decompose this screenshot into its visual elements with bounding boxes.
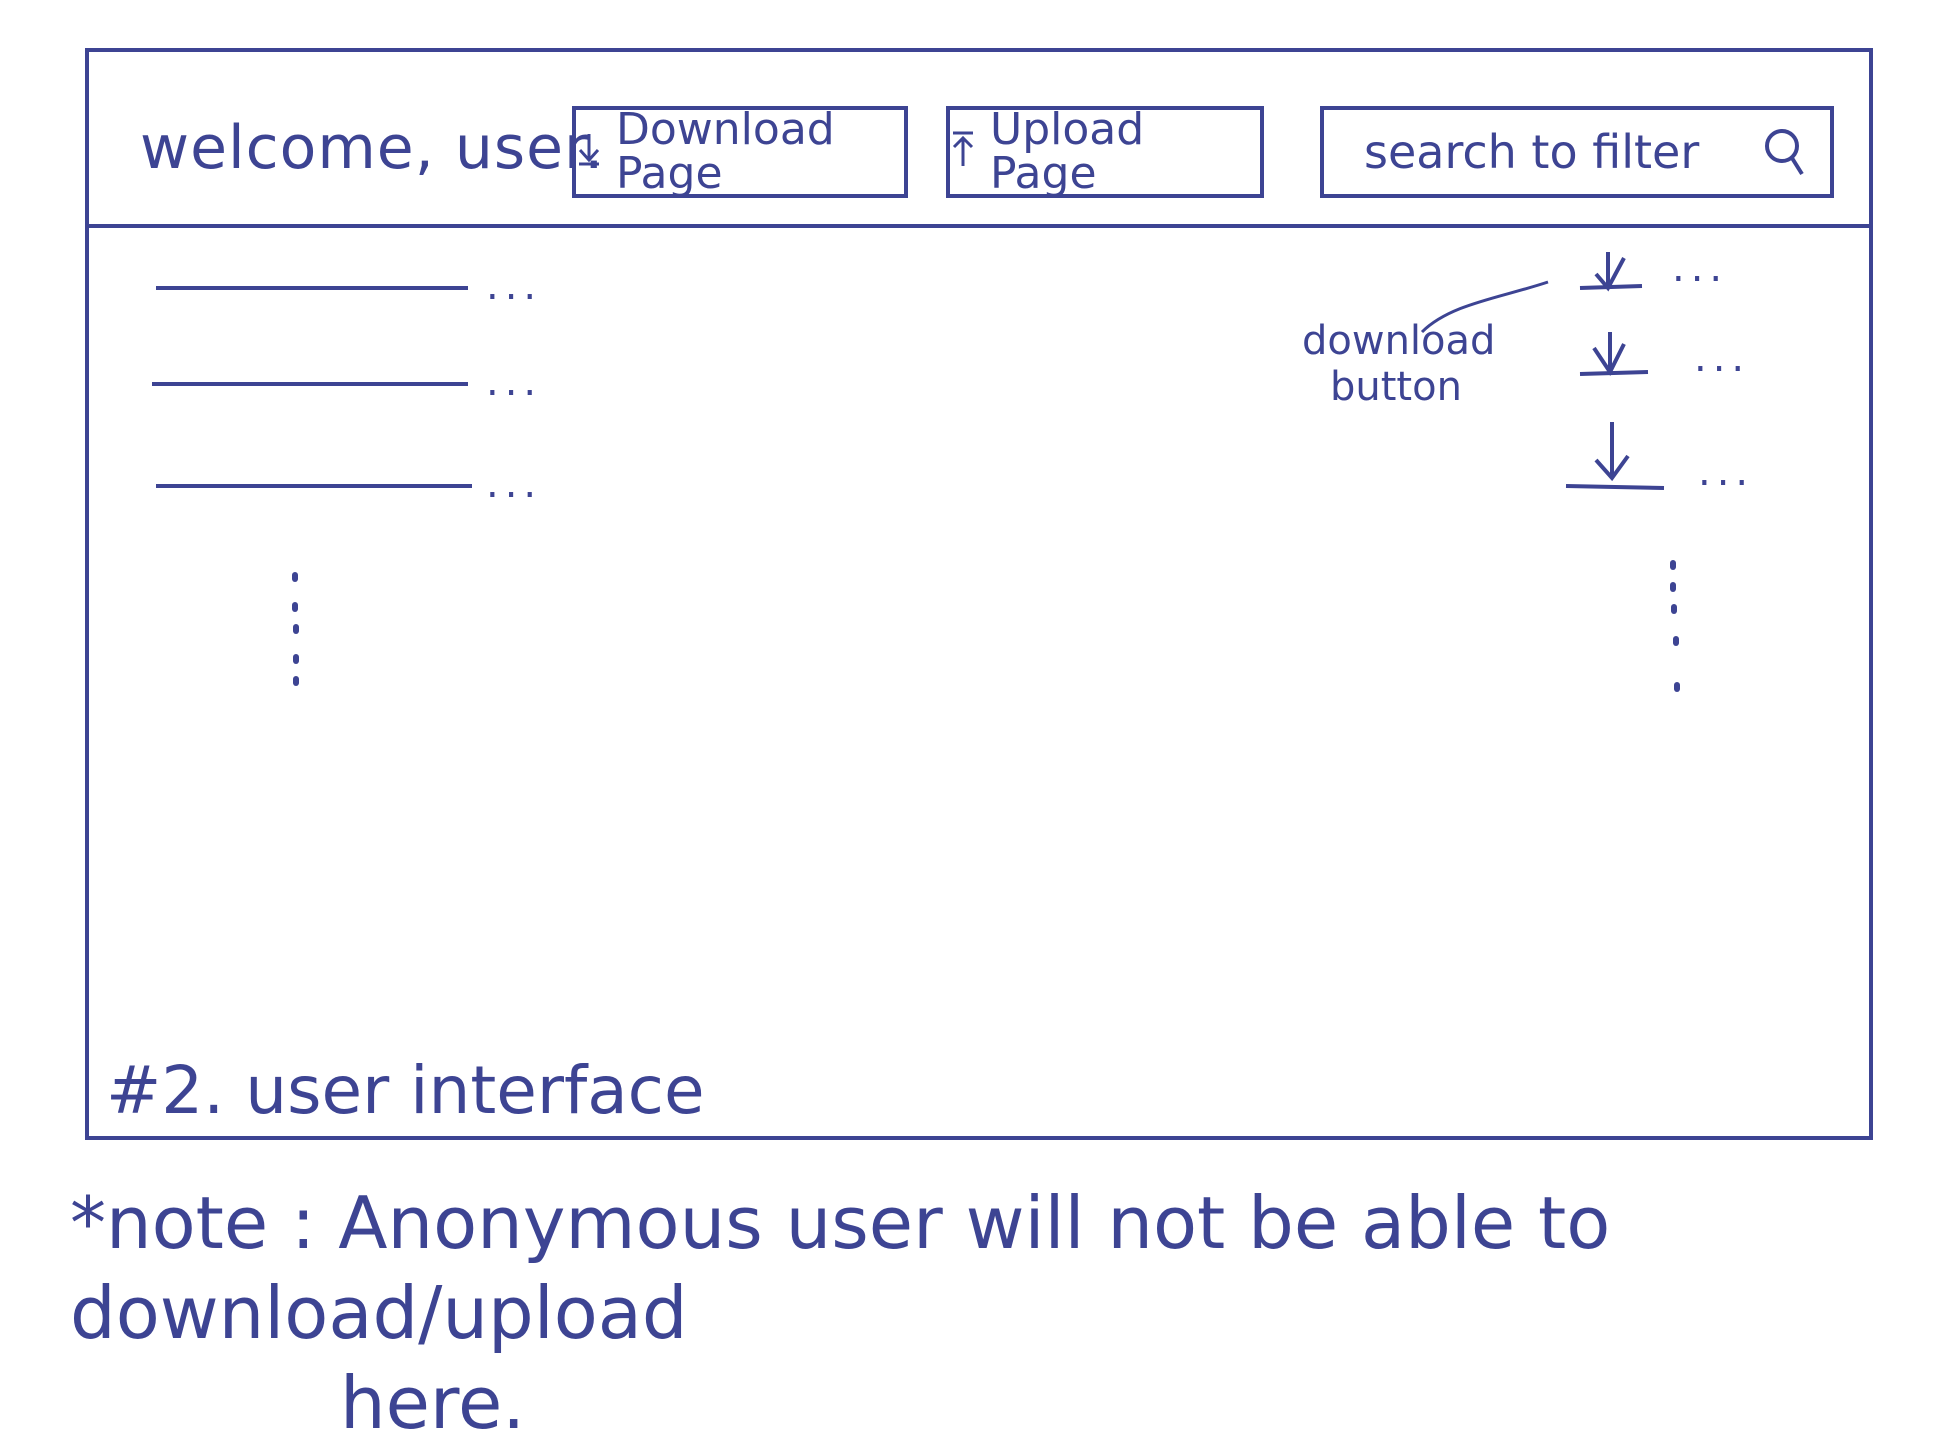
download-page-label: Download Page — [616, 104, 835, 199]
header-divider — [85, 224, 1873, 228]
list-item-line[interactable] — [156, 286, 468, 290]
row-download-icon[interactable] — [1560, 418, 1665, 494]
row-action-ellipsis: ... — [1672, 245, 1729, 291]
annotation-line-1: download — [1302, 318, 1496, 364]
list-item-ellipsis: ... — [486, 263, 543, 309]
footnote-line-1: *note : Anonymous user will not be able … — [70, 1181, 1611, 1355]
action-continuation-dots — [1668, 560, 1688, 700]
annotation-callout-line — [1400, 270, 1550, 340]
wireframe-window — [85, 48, 1873, 1140]
list-item-ellipsis: ... — [486, 461, 543, 507]
download-button-annotation: download button — [1302, 318, 1495, 410]
screen-label: #2. user interface — [106, 1052, 705, 1129]
row-download-icon[interactable] — [1570, 328, 1666, 388]
upload-arrow-icon — [950, 130, 976, 175]
list-continuation-dots — [290, 572, 310, 692]
list-item-line[interactable] — [152, 382, 468, 386]
row-action-ellipsis: ... — [1698, 449, 1755, 495]
footnote: *note : Anonymous user will not be able … — [70, 1178, 1930, 1448]
search-input[interactable]: search to filter — [1320, 106, 1834, 198]
welcome-message: welcome, user. — [140, 113, 605, 183]
upload-page-button[interactable]: Upload Page — [946, 106, 1264, 198]
download-page-button[interactable]: Download Page — [572, 106, 908, 198]
annotation-line-2: button — [1330, 364, 1462, 410]
footnote-line-2: here. — [340, 1361, 526, 1445]
row-action-ellipsis: ... — [1694, 335, 1751, 381]
search-icon[interactable] — [1762, 124, 1810, 180]
row-download-icon[interactable] — [1570, 248, 1666, 308]
list-item-ellipsis: ... — [486, 359, 543, 405]
download-arrow-icon — [576, 132, 602, 173]
upload-page-label: Upload Page — [990, 104, 1145, 199]
list-item-line[interactable] — [156, 484, 472, 488]
search-placeholder: search to filter — [1364, 125, 1700, 179]
